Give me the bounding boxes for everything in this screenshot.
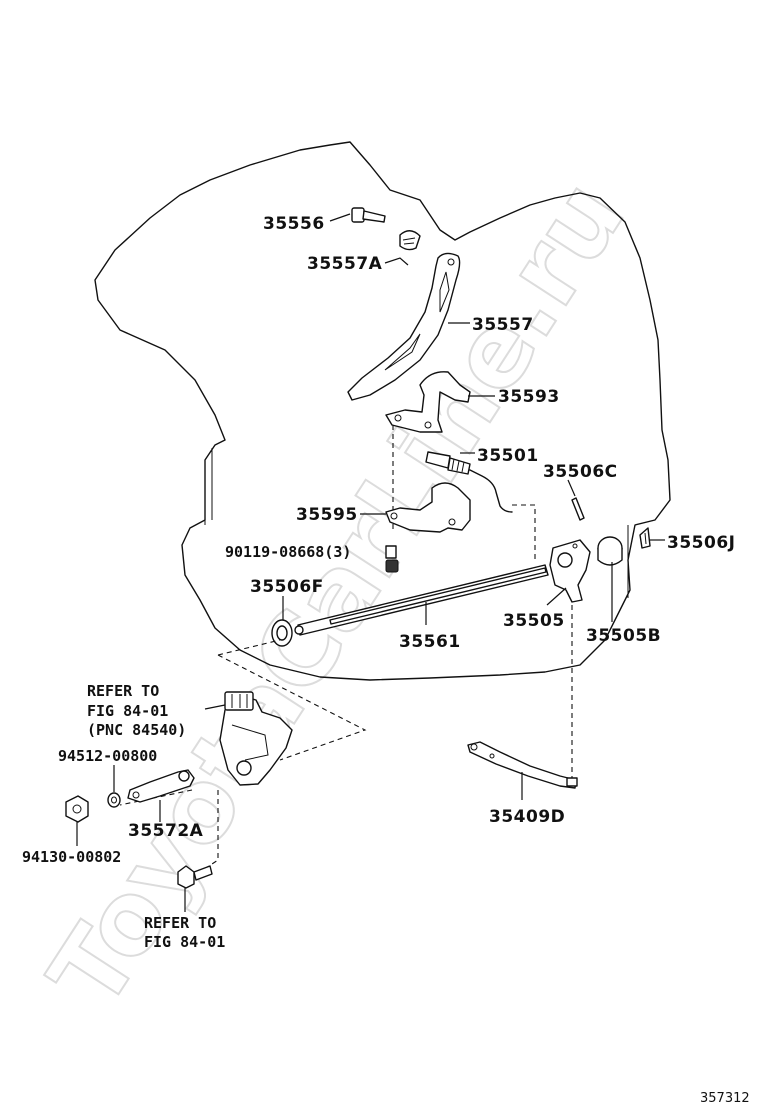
transmission-case-outline — [94, 141, 671, 681]
leader-dashed-35595 — [512, 504, 536, 560]
leader-dashed-switch — [217, 639, 367, 761]
seal-35506F — [271, 619, 293, 647]
clip-35506J — [639, 527, 651, 549]
label-35506F: 35506F — [250, 577, 324, 597]
nut-94130 — [65, 795, 89, 823]
lever-35505 — [549, 539, 591, 603]
label-90119: 90119-08668(3) — [225, 543, 351, 561]
shaft-35561 — [294, 564, 549, 636]
bolt-refer — [177, 865, 213, 889]
bolt-90119 — [385, 545, 399, 573]
label-35505B: 35505B — [586, 626, 661, 646]
plate-35557 — [347, 252, 461, 401]
cable-35501 — [425, 451, 513, 513]
pin-35506C — [571, 497, 585, 521]
ref1-line1: REFER TO — [87, 682, 159, 700]
label-35572A: 35572A — [128, 821, 204, 841]
watermark: ToyotaCarLine.ru — [27, 160, 647, 1028]
clip-35557A — [399, 230, 421, 251]
link-35409D — [467, 741, 578, 789]
label-35556: 35556 — [263, 214, 325, 234]
washer-94512 — [107, 792, 121, 808]
case-flange-left — [204, 448, 213, 525]
label-35505: 35505 — [503, 611, 565, 631]
ref2-line2: FIG 84-01 — [144, 933, 225, 951]
label-35506J: 35506J — [667, 533, 735, 553]
bolt-35556 — [351, 207, 386, 223]
label-35506C: 35506C — [543, 462, 618, 482]
label-94512: 94512-00800 — [58, 747, 157, 765]
label-35593: 35593 — [498, 387, 560, 407]
label-35561: 35561 — [399, 632, 461, 652]
label-94130: 94130-00802 — [22, 848, 121, 866]
label-35557: 35557 — [472, 315, 534, 335]
neutral-switch — [219, 691, 293, 786]
label-35409D: 35409D — [489, 807, 565, 827]
label-35501: 35501 — [477, 446, 539, 466]
ref1-line3: (PNC 84540) — [87, 721, 186, 739]
lever-35572A — [127, 769, 195, 803]
bracket-35595 — [385, 482, 471, 533]
ref1-line2: FIG 84-01 — [87, 702, 168, 720]
ref2-line1: REFER TO — [144, 914, 216, 932]
figure-number: 357312 — [700, 1091, 750, 1106]
bracket-35593 — [385, 371, 471, 433]
label-35557A: 35557A — [307, 254, 383, 274]
label-35595: 35595 — [296, 505, 358, 525]
bushing-35505B — [597, 536, 623, 566]
